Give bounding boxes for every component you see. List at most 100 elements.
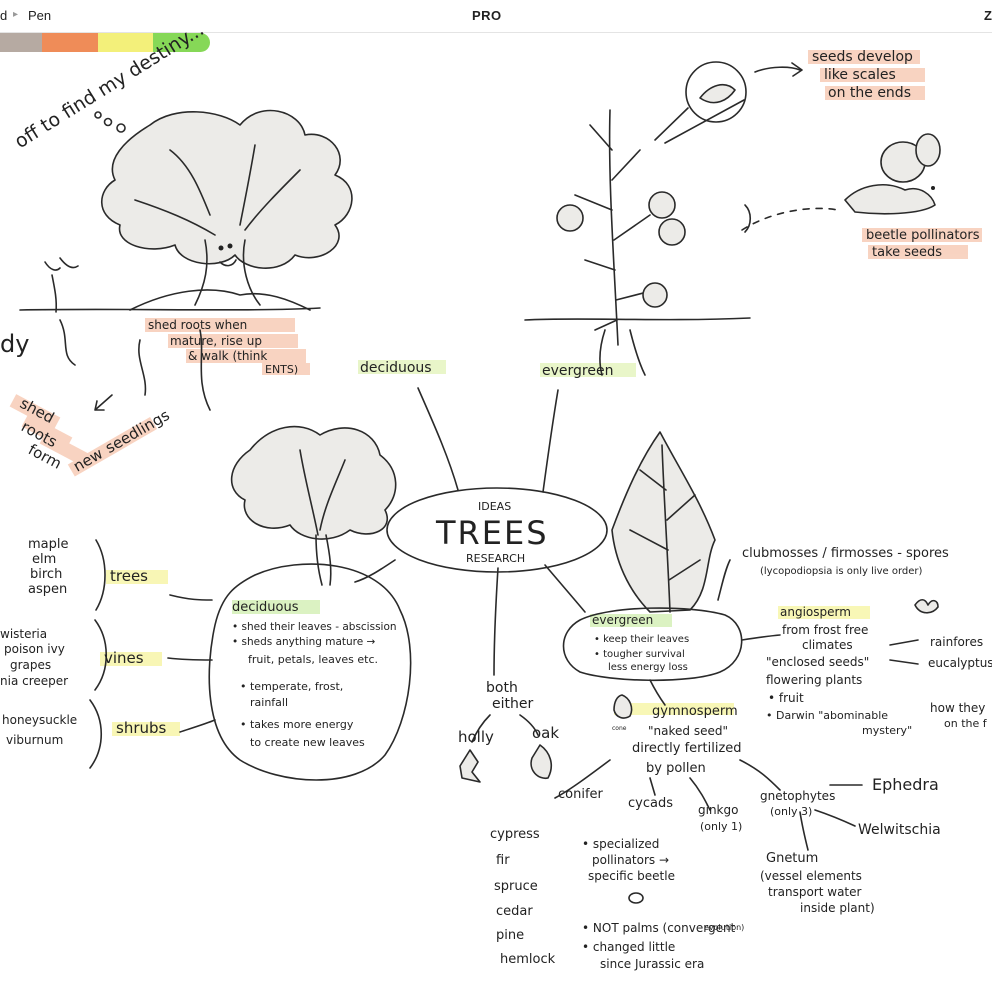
group-ginkgo: ginkgo — [698, 803, 738, 817]
angio-line-1: from frost free — [782, 623, 868, 637]
gymnosperm-title: gymnosperm — [652, 704, 738, 719]
deciduous-line-5: rainfall — [250, 696, 288, 709]
evergreen-line-3: less energy loss — [608, 662, 688, 673]
cycads-extra-4: since Jurassic era — [600, 957, 704, 971]
trees-category-label: trees — [110, 567, 148, 585]
note-dy: dy — [0, 330, 29, 358]
note-seedlings: seedlings — [102, 406, 173, 457]
angio-on-the: on the f — [944, 717, 988, 730]
shrubs-item-honeysuckle: honeysuckle — [2, 713, 77, 727]
cycads-line-1: • specialized — [582, 837, 659, 851]
group-gnetophytes: gnetophytes — [760, 789, 835, 803]
angio-line-2: climates — [802, 638, 853, 652]
vines-item-poison-ivy: poison ivy — [4, 642, 65, 656]
deciduous-line-7: to create new leaves — [250, 736, 365, 749]
flower-icon — [914, 598, 939, 614]
chevron-right-icon: ▸ — [13, 9, 19, 20]
swatch-gray[interactable] — [0, 33, 42, 52]
note-mature: mature, rise up — [170, 334, 262, 348]
trees-item-aspen: aspen — [28, 582, 67, 597]
deciduous-line-3: fruit, petals, leaves etc. — [248, 653, 378, 666]
conifer-item-1: cypress — [490, 827, 540, 842]
deciduous-leaf-tree-illustration — [230, 425, 397, 586]
conifer-item-3: spruce — [494, 879, 538, 894]
group-cycads: cycads — [628, 796, 673, 811]
oak-leaf-icon — [530, 744, 552, 780]
breadcrumb-parent[interactable]: d — [0, 8, 8, 23]
note-like-scales: like scales — [824, 67, 896, 83]
gnetophytes-note: (only 3) — [770, 805, 812, 818]
gymno-line-2: directly fertilized — [632, 741, 742, 756]
gnetum-label: Gnetum — [766, 851, 818, 866]
deciduous-box-title: deciduous — [232, 600, 299, 615]
center-ideas-label: IDEAS — [478, 500, 511, 513]
center-research-label: RESEARCH — [466, 552, 525, 565]
evergreen-line-1: • keep their leaves — [594, 634, 689, 645]
angio-line-4: flowering plants — [766, 673, 862, 687]
swatch-yellow[interactable] — [98, 33, 153, 52]
cycads-extra-1: • NOT palms (convergent — [582, 921, 736, 935]
clubmosses-title: clubmosses / firmosses - spores — [742, 546, 949, 561]
group-conifer: conifer — [558, 787, 604, 802]
holly-label: holly — [458, 728, 494, 746]
vines-item-wisteria: wisteria — [0, 627, 47, 641]
cone-caption: cone — [612, 725, 627, 732]
gnetum-line-3: inside plant) — [800, 901, 875, 915]
deciduous-line-2: • sheds anything mature → — [232, 636, 376, 648]
toolbar-right-item[interactable]: Z — [984, 8, 992, 23]
vines-item-grapes: grapes — [10, 658, 51, 672]
holly-leaf-icon — [459, 749, 481, 783]
welwitschia-label: Welwitschia — [858, 822, 941, 838]
cycads-line-3: specific beetle — [588, 869, 675, 883]
note-seeds-develop: seeds develop — [812, 49, 913, 65]
angio-line-7: mystery" — [862, 724, 912, 737]
evergreen-node[interactable] — [562, 607, 743, 682]
oak-label: oak — [532, 724, 559, 742]
note-take-seeds: take seeds — [872, 245, 942, 260]
pine-cone-icon — [613, 694, 633, 719]
beetle-icon — [628, 892, 644, 904]
note-on-the-ends: on the ends — [828, 85, 911, 101]
trees-item-birch: birch — [30, 567, 62, 582]
angio-eucalyptus: eucalyptus — [928, 656, 992, 670]
center-trees-title: TREES — [435, 514, 549, 552]
deciduous-node[interactable] — [208, 563, 412, 781]
cycads-extra-3: • changed little — [582, 940, 675, 954]
swatch-green[interactable] — [153, 33, 210, 52]
cycads-extra-2: evolution) — [704, 923, 744, 932]
evergreen-illustration — [524, 61, 941, 376]
angio-rainforest: rainfores — [930, 635, 983, 649]
angio-how-they: how they — [930, 701, 985, 715]
vines-item-creeper: nia creeper — [0, 674, 68, 688]
shrubs-category-label: shrubs — [116, 719, 167, 737]
mind-map-connectors — [89, 387, 919, 851]
vines-category-label: vines — [104, 649, 144, 667]
deciduous-line-6: • takes more energy — [240, 718, 354, 731]
note-ents: ENTS) — [265, 363, 298, 376]
angio-line-3: "enclosed seeds" — [766, 655, 869, 669]
swatch-salmon[interactable] — [42, 33, 98, 52]
evergreen-box-title: evergreen — [592, 613, 653, 627]
conifer-item-4: cedar — [496, 904, 533, 919]
deciduous-line-1: • shed their leaves - abscission — [232, 621, 397, 633]
central-topic-node[interactable] — [386, 487, 608, 573]
angio-line-5: • fruit — [768, 691, 804, 705]
trees-item-elm: elm — [32, 552, 56, 567]
note-beetle-pollinators: beetle pollinators — [866, 228, 980, 243]
evergreen-line-2: • tougher survival — [594, 649, 685, 660]
breadcrumb-tool[interactable]: Pen — [28, 8, 52, 23]
gnetum-line-1: (vessel elements — [760, 869, 862, 883]
evergreen-leaf-illustration — [611, 431, 716, 613]
either-label: either — [492, 696, 533, 712]
gymno-line-3: by pollen — [646, 761, 706, 776]
highlights — [9, 50, 982, 736]
ephedra-label: Ephedra — [872, 775, 939, 794]
branch-deciduous-label: deciduous — [360, 360, 432, 376]
angio-line-6: • Darwin "abominable — [766, 709, 888, 722]
top-toolbar: d ▸ Pen PRO Z — [0, 0, 992, 33]
ginkgo-note: (only 1) — [700, 820, 742, 833]
gnetum-line-2: transport water — [768, 885, 862, 899]
note-shed-roots: shed roots when — [148, 318, 247, 332]
document-title: PRO — [472, 8, 502, 23]
